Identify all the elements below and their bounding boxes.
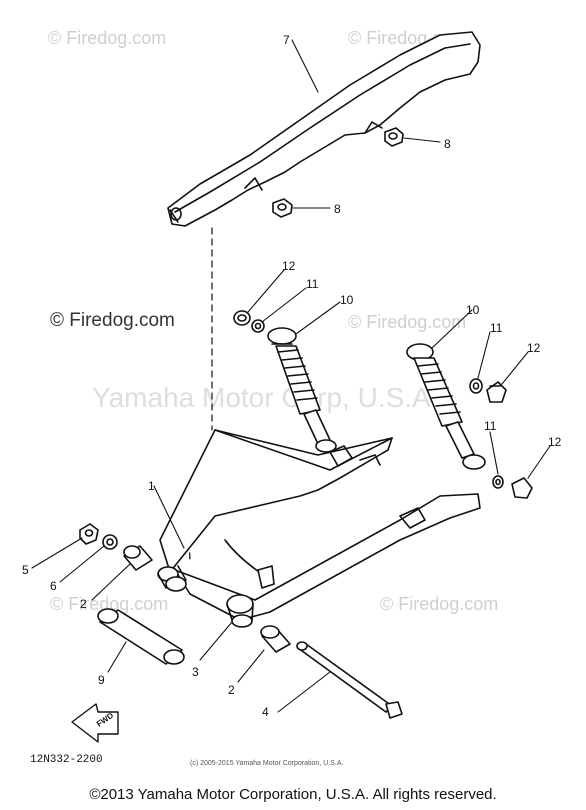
callout-11-right-lower: 11	[484, 419, 497, 433]
washer-part-6	[102, 534, 118, 550]
callout-10-left: 10	[340, 293, 354, 307]
washer-part-11-right-lower	[492, 475, 504, 489]
callout-12-upper-left: 12	[282, 259, 296, 273]
callout-1: 1	[148, 479, 155, 493]
callout-2-left: 2	[80, 597, 87, 611]
callout-12-right-lower: 12	[548, 435, 562, 449]
callout-3: 3	[192, 665, 199, 679]
nut-part-8-lower	[272, 198, 293, 218]
collar-part-2-upper	[123, 545, 153, 571]
callout-12-right-upper: 12	[527, 341, 541, 355]
callout-8-upper: 8	[444, 137, 451, 151]
cap-nut-part-12-right-lower	[511, 477, 533, 499]
shock-absorber-right-part-10	[406, 343, 486, 470]
collar-part-2-lower	[260, 625, 291, 653]
washer-part-11-right-upper	[469, 378, 483, 394]
copyright-footer: ©2013 Yamaha Motor Corporation, U.S.A. A…	[89, 786, 497, 803]
nut-part-8-upper	[384, 127, 404, 147]
watermark-firedog-6: © Firedog.com	[380, 594, 499, 614]
callout-10-right: 10	[466, 303, 480, 317]
watermark-yamaha: Yamaha Motor Corp, U.S.A.	[92, 382, 439, 413]
shock-absorber-left-part-10	[267, 327, 337, 453]
callout-5: 5	[22, 563, 29, 577]
callout-11-upper-left: 11	[306, 277, 319, 291]
alignment-lines	[187, 227, 213, 561]
pivot-shaft-part-4	[296, 641, 403, 719]
cap-nut-part-12-upper-left	[233, 310, 251, 326]
leader-lines	[31, 39, 551, 713]
swing-arm-part-1	[159, 429, 481, 621]
part-code: 12N332-2200	[30, 754, 103, 766]
callout-8-lower: 8	[334, 202, 341, 216]
washer-part-11-upper-left	[251, 319, 265, 333]
callout-6: 6	[50, 579, 57, 593]
watermark-firedog-3: © Firedog.com	[50, 310, 175, 331]
callout-2-lower: 2	[228, 683, 235, 697]
fine-print-copyright: (c) 2005-2015 Yamaha Motor Corporation, …	[190, 760, 344, 767]
callout-11-right-upper: 11	[490, 321, 503, 335]
watermark-firedog-5: © Firedog.com	[50, 594, 169, 614]
callout-7: 7	[283, 33, 290, 47]
chain-case-part-7	[167, 31, 481, 227]
fwd-arrow-icon	[71, 703, 119, 743]
bushing-part-9	[97, 608, 185, 665]
callout-9: 9	[98, 673, 105, 687]
callout-4: 4	[262, 705, 269, 719]
nut-part-5	[79, 523, 99, 545]
watermark-firedog-4: © Firedog.com	[348, 312, 467, 332]
cap-nut-part-12-right-upper	[486, 381, 507, 403]
collar-part-2-middle	[157, 565, 187, 592]
pivot-boss-part-3	[226, 594, 254, 628]
watermark-firedog-1: © Firedog.com	[48, 28, 167, 48]
